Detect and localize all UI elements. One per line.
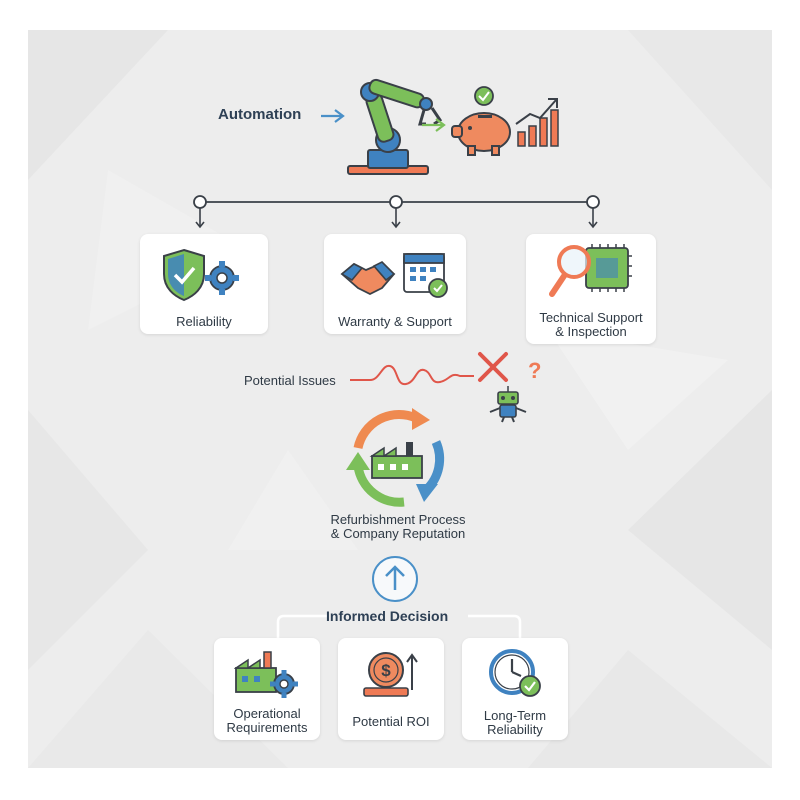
- card-reliability-label: Reliability: [176, 314, 232, 329]
- card-potential-roi-label: Potential ROI: [352, 714, 430, 729]
- card-warranty-support: Warranty & Support: [324, 234, 466, 334]
- magnifier-chip-icon: [549, 244, 632, 297]
- potential-issues-label: Potential Issues: [244, 373, 336, 388]
- arrow-right-icon: [321, 109, 345, 123]
- refurbishment-label-2: & Company Reputation: [330, 526, 466, 541]
- up-arrow-icon: [372, 556, 418, 602]
- piggy-bank-icon: [451, 86, 511, 156]
- branch-connector: [193, 195, 600, 229]
- card-operational-label-2: Requirements: [226, 720, 308, 735]
- card-warranty-support-label: Warranty & Support: [338, 314, 452, 329]
- informed-decision-label: Informed Decision: [326, 608, 449, 624]
- card-long-term-label-2: Reliability: [487, 722, 543, 737]
- automation-label: Automation: [218, 106, 302, 123]
- refurbish-cycle-icon: [346, 408, 445, 507]
- arrow-right-green-icon: [422, 118, 446, 132]
- card-long-term-label-1: Long-Term: [483, 708, 547, 723]
- card-potential-roi: $ Potential ROI: [338, 638, 444, 740]
- clock-check-icon: [489, 649, 541, 697]
- card-reliability: Reliability: [140, 234, 268, 334]
- roi-coin-icon: $: [363, 652, 418, 697]
- question-mark: ?: [528, 358, 542, 383]
- diagram-canvas: Automation: [28, 30, 772, 768]
- decision-bracket: [276, 614, 522, 638]
- card-technical-support-label-2: & Inspection: [555, 324, 627, 339]
- background-pattern: [28, 30, 772, 768]
- refurbishment-label-1: Refurbishment Process: [330, 512, 466, 527]
- growth-chart-icon: [515, 98, 559, 147]
- wave-line: [350, 364, 474, 386]
- svg-text:$: $: [381, 661, 391, 680]
- card-operational-label-1: Operational: [233, 706, 301, 721]
- card-technical-support: Technical Support & Inspection: [526, 234, 656, 344]
- card-operational-requirements: Operational Requirements: [214, 638, 320, 740]
- cross-icon: [478, 352, 508, 382]
- card-long-term-reliability: Long-Term Reliability: [462, 638, 568, 740]
- factory-gear-icon: [234, 651, 298, 698]
- shield-gear-icon: [163, 248, 239, 302]
- broken-robot-icon: [489, 386, 527, 423]
- card-technical-support-label-1: Technical Support: [539, 310, 643, 325]
- robot-arm-icon: [347, 78, 443, 175]
- handshake-calendar-icon: [340, 253, 448, 298]
